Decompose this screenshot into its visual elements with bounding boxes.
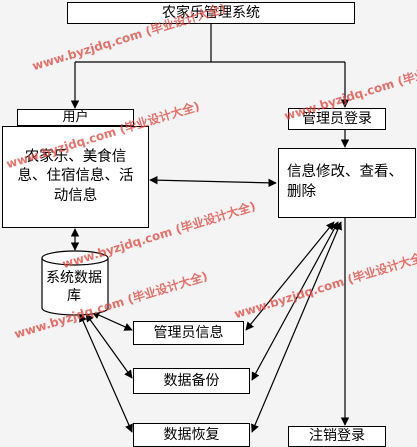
data-backup-node: 数据备份 — [133, 368, 250, 394]
user-node: 用户 — [17, 109, 134, 126]
user-functions-node: 农家乐、美食信息、住宿信息、活动信息 — [2, 126, 149, 228]
edge-edit-admininfo — [245, 221, 335, 331]
data-restore-node: 数据恢复 — [133, 423, 250, 447]
edge-db-restore — [79, 313, 133, 433]
admin-info-node: 管理员信息 — [133, 321, 244, 345]
system-title-node: 农家乐管理系统 — [67, 2, 355, 24]
edge-db-admininfo — [91, 311, 133, 331]
edge-edit-backup — [251, 221, 339, 381]
edge-edit-restore — [251, 221, 342, 433]
database-cylinder — [41, 250, 109, 316]
edge-db-backup — [85, 313, 133, 379]
logout-node: 注销登录 — [288, 426, 386, 447]
edge-user-edit — [149, 175, 277, 188]
database-node-label: 系统数据库 — [46, 269, 102, 304]
admin-login-node: 管理员登录 — [288, 108, 386, 130]
info-edit-node: 信息修改、查看、删除 — [278, 148, 416, 218]
